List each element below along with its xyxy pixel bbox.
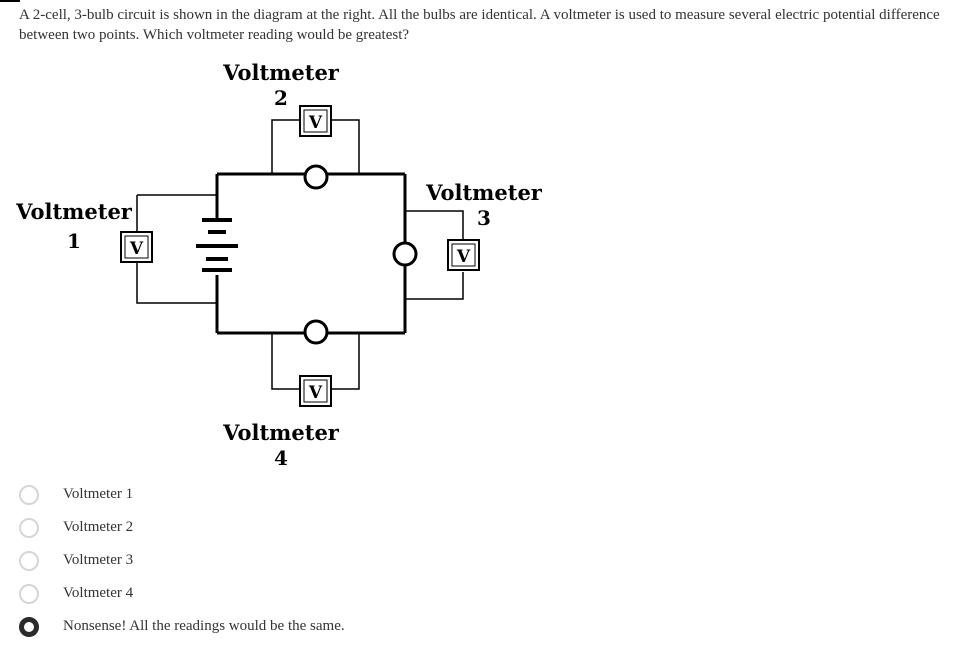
- voltmeter-4-number: 4: [274, 446, 288, 470]
- voltmeter-4-label: Voltmeter: [222, 420, 340, 445]
- voltmeter-1-label: Voltmeter: [15, 199, 133, 224]
- voltmeter-3-number: 3: [477, 206, 491, 230]
- top-accent-bar: [0, 0, 20, 2]
- radio-button[interactable]: [19, 550, 39, 571]
- voltmeter-4-leads: [271, 333, 360, 390]
- option-label: Voltmeter 4: [63, 585, 134, 601]
- voltmeter-1-leads: [136, 194, 217, 304]
- voltmeter-4-box: [299, 375, 332, 407]
- voltmeter-1-box: [120, 231, 153, 263]
- option-voltmeter-1[interactable]: Voltmeter 1: [19, 478, 619, 511]
- circuit-diagram: V V V V Voltmeter 2 Voltmeter 1 Voltmete…: [0, 55, 560, 475]
- option-label: Voltmeter 3: [63, 552, 134, 568]
- option-voltmeter-2[interactable]: Voltmeter 2: [19, 511, 619, 544]
- bulb-bottom-icon: [303, 319, 329, 345]
- voltmeter-2-leads: [271, 119, 360, 174]
- voltmeter-3-leads: [405, 210, 464, 300]
- voltmeter-1-number: 1: [67, 229, 81, 253]
- voltmeter-3-symbol: V: [456, 247, 471, 267]
- voltmeter-4-symbol: V: [308, 383, 323, 403]
- radio-button[interactable]: [19, 583, 39, 604]
- option-label: Voltmeter 1: [63, 486, 134, 502]
- voltmeter-1-symbol: V: [129, 239, 144, 259]
- question-text: A 2-cell, 3-bulb circuit is shown in the…: [19, 7, 940, 43]
- bulb-right-icon: [392, 241, 418, 267]
- radio-button-selected[interactable]: [19, 616, 39, 637]
- voltmeter-2-box: [299, 105, 332, 137]
- voltmeter-3-label: Voltmeter: [425, 180, 543, 205]
- radio-button[interactable]: [19, 517, 39, 538]
- option-label: Nonsense! All the readings would be the …: [63, 618, 345, 634]
- answer-options: Voltmeter 1 Voltmeter 2 Voltmeter 3 Volt…: [19, 478, 619, 643]
- bulb-top-icon: [303, 164, 329, 190]
- option-label: Voltmeter 2: [63, 519, 134, 535]
- voltmeter-2-number: 2: [274, 86, 288, 110]
- radio-button[interactable]: [19, 484, 39, 505]
- option-voltmeter-3[interactable]: Voltmeter 3: [19, 544, 619, 577]
- voltmeter-2-symbol: V: [308, 113, 323, 133]
- circuit-wires: [215, 172, 407, 335]
- battery-icon: [196, 218, 238, 272]
- option-voltmeter-4[interactable]: Voltmeter 4: [19, 577, 619, 610]
- voltmeter-2-label: Voltmeter: [222, 60, 340, 85]
- voltmeter-3-box: [447, 239, 480, 271]
- option-nonsense[interactable]: Nonsense! All the readings would be the …: [19, 610, 619, 643]
